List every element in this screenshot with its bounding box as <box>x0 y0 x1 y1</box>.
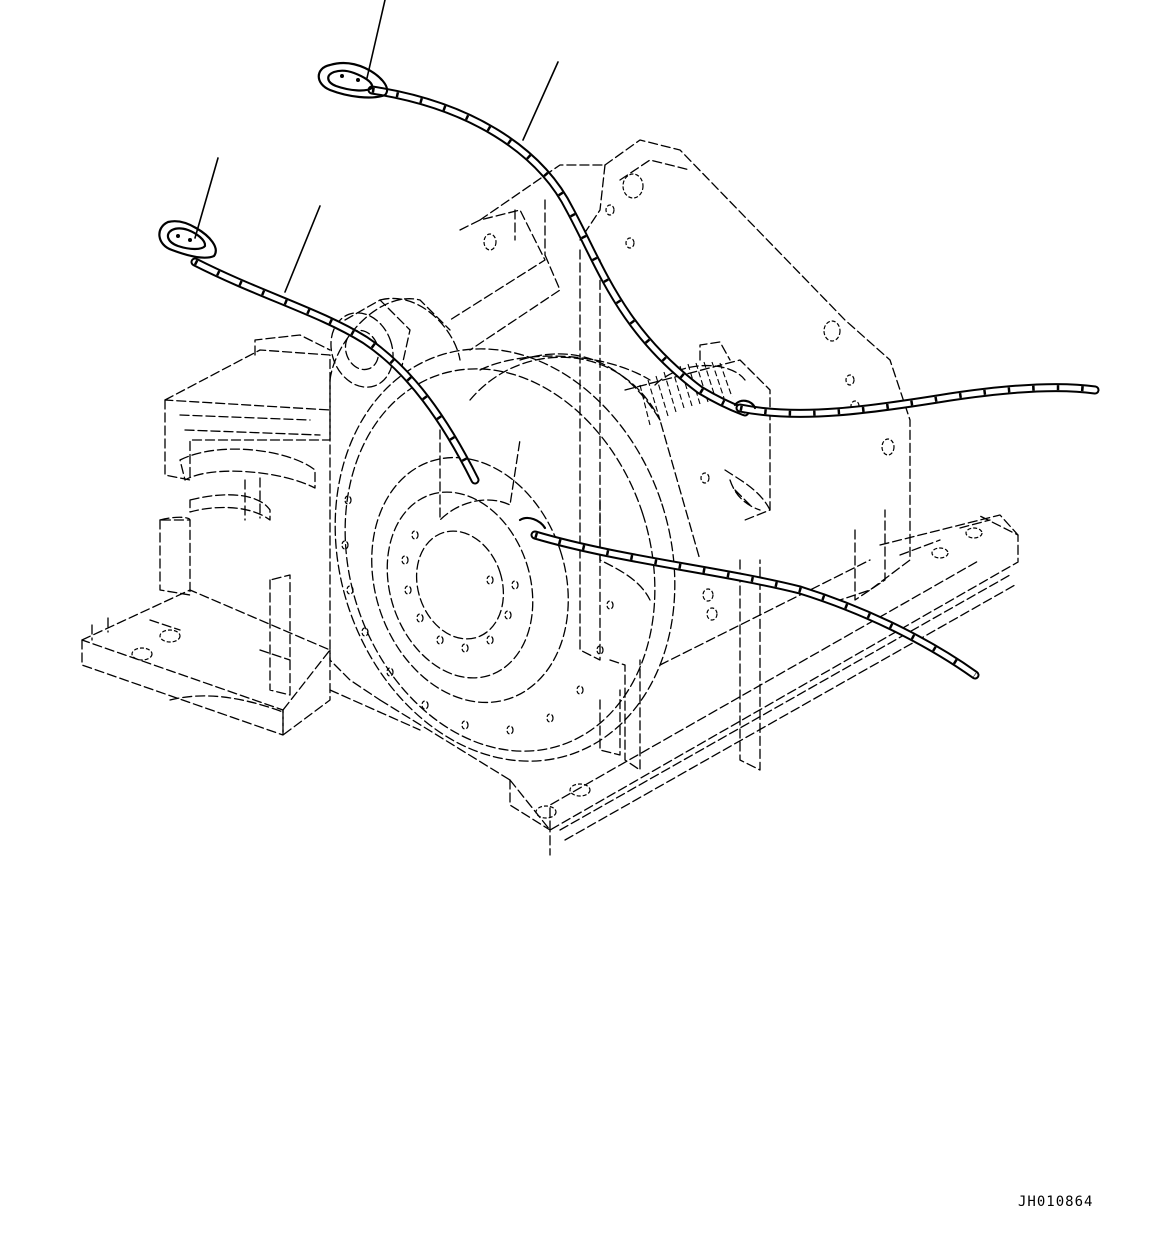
eye-splice-right <box>317 61 389 99</box>
winch-drum-assembly <box>334 341 771 762</box>
drum-rope-entry <box>518 399 757 530</box>
rear-side-plate <box>449 139 911 661</box>
wire-rope-tail-upper <box>735 383 1100 418</box>
winch-base-frame <box>81 514 1019 856</box>
pin-boss <box>330 299 411 388</box>
eye-splice-left <box>158 220 217 259</box>
wire-rope-tail-lower <box>530 530 980 680</box>
wire-rope-sling-left <box>190 257 480 485</box>
document-code: JH010864 <box>1018 1194 1094 1210</box>
leader-line-icon <box>522 61 559 141</box>
base-bolt-holes <box>131 527 983 819</box>
front-side-plate <box>329 204 886 771</box>
wire-rope-sling-right <box>367 85 750 417</box>
leader-line-icon <box>284 205 321 293</box>
leader-line-icon <box>366 0 386 79</box>
flange-bolt-circle <box>341 495 614 735</box>
leader-lines <box>194 0 559 293</box>
leader-line-icon <box>194 157 219 239</box>
left-bracket-housing <box>159 334 331 696</box>
